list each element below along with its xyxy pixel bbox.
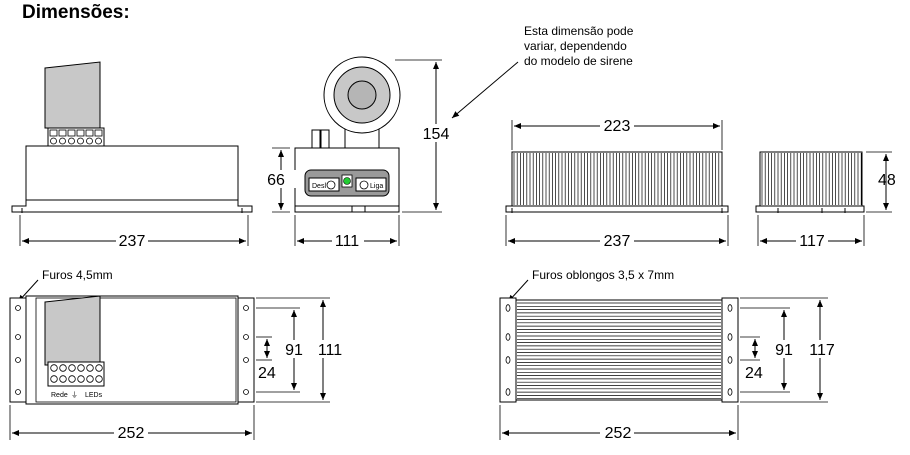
holes-left-label: Furos 4,5mm [42,268,113,282]
dim-heatsink-end-height: 48 [878,172,896,189]
dim-front-width: 237 [119,233,146,250]
oblong-hole [505,333,511,341]
terminal-screw [58,129,67,137]
mounting-hole [15,334,21,340]
note-line-1: Esta dimensão pode [524,24,634,38]
oblong-hole [727,356,733,364]
mounting-hole [15,305,21,311]
on-button-label: Liga [370,183,383,190]
terminal-screw-head [86,364,94,372]
terminal-screw [94,129,103,137]
dim-top-right-hole-gap: 24 [745,365,763,382]
heatsink-fins [511,151,723,207]
side-view: Desl Liga 66 111 154 [262,56,519,250]
terminal-strip-top [47,361,105,387]
terminal-screw-head [59,375,67,383]
flange-right-right-view [721,297,739,403]
dim-heatsink-end-width: 117 [799,233,825,250]
terminal-screw [67,129,76,137]
holes-right-label: Furos oblongos 3,5 x 7mm [532,268,674,282]
dim-side-width: 111 [335,233,359,250]
terminal-screw-head [86,375,94,383]
terminal-rede-label: Rede [51,392,68,399]
dim-top-left-depth: 111 [318,342,342,359]
dim-side-height: 66 [267,172,285,189]
terminal-screw-head [59,137,66,145]
terminal-screw [49,129,58,137]
variation-note: Esta dimensão pode variar, dependendo do… [524,24,634,68]
terminal-screw-head [68,375,76,383]
flange-left [9,297,27,403]
siren-horn-top [44,295,101,366]
terminal-screw-head [95,364,103,372]
mounting-hole [243,334,249,340]
terminal-screw-head [86,137,93,145]
dim-top-left-hole-gap: 24 [258,365,276,382]
off-button-label: Desl [312,183,326,190]
dim-top-right-hole-span: 91 [775,342,793,359]
heatsink-side-view: 223 237 [505,116,729,250]
led-icon [343,177,351,185]
dim-heatsink-top: 223 [604,118,631,135]
heatsink-end-fins [759,151,863,207]
dim-siren-height: 154 [423,126,450,143]
siren-horn-front [44,61,101,129]
heatsink-end-view: 48 117 [755,151,896,250]
terminal-screw-head [77,364,85,372]
mounting-hole [243,305,249,311]
ground-icon: ⏚ [71,391,78,399]
terminal-screw-head [77,375,85,383]
dim-top-left-length: 252 [118,425,145,442]
terminal-leds-label: LEDs [85,392,103,399]
oblong-hole [505,304,511,312]
note-line-2: variar, dependendo [524,39,627,53]
mounting-hole [243,357,249,363]
dim-top-right-length: 252 [605,425,632,442]
oblong-hole [505,356,511,364]
top-view-left: Furos 4,5mm Rede ⏚ LEDs 252 111 [9,268,346,442]
terminal-screw-head [95,137,102,145]
oblong-hole [727,333,733,341]
note-line-3: do modelo de sirene [524,54,633,68]
terminal-screw-head [95,375,103,383]
terminal-screw [76,129,85,137]
heatsink-top [515,299,723,401]
terminal-screw [85,129,94,137]
terminal-screw-head [77,137,84,145]
terminal-screw-head [50,375,58,383]
mounting-hole [15,389,21,395]
terminal-screw-head [50,137,57,145]
terminal-screw-head [68,137,75,145]
dim-heatsink-bottom: 237 [604,233,631,250]
dim-top-right-depth: 117 [809,342,835,359]
housing-front [25,145,239,201]
oblong-hole [727,304,733,312]
front-view: 237 [11,61,253,250]
flange-left-right-view [499,297,517,403]
oblong-hole [727,388,733,396]
mounting-hole [243,389,249,395]
mounting-hole [15,357,21,363]
top-view-right: Furos oblongos 3,5 x 7mm 252 117 91 24 [499,268,840,442]
note-leader [451,61,519,119]
dim-top-left-hole-span: 91 [285,342,303,359]
terminal-screw-head [59,364,67,372]
flange-right [237,297,255,403]
oblong-hole [505,388,511,396]
terminal-block-front [47,127,105,147]
heatsink-base [505,205,729,213]
terminal-screw-head [68,364,76,372]
page-title: Dimensões: [22,2,130,23]
terminal-screw-head [50,364,58,372]
base-flange-front [11,199,253,213]
